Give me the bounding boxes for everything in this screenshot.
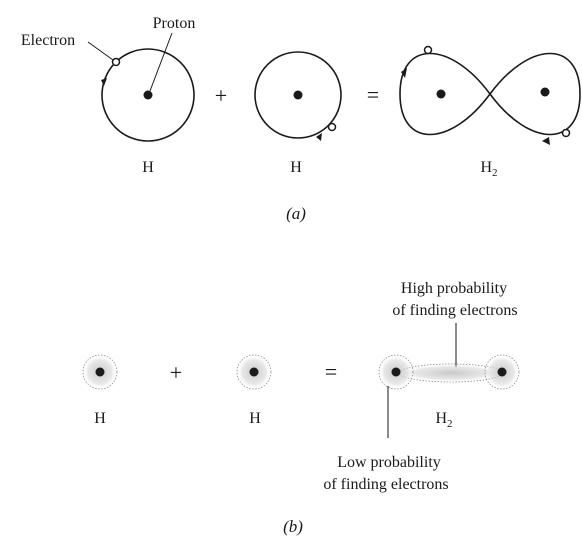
high-probability-label-line1: High probability [401,280,507,297]
atom-a1 [88,33,194,141]
figure-eight-orbit [400,54,580,135]
proton-left [392,368,401,377]
plus-sign: + [215,83,227,108]
atom-a2 [255,52,341,141]
low-probability-label-line2: of finding electrons [323,476,448,493]
proton [294,91,303,100]
caption-b: (b) [283,517,303,536]
electron-label: Electron [21,32,75,49]
proton-pointer [150,33,172,91]
atom-b2 [237,355,271,389]
plus-sign: + [170,360,182,385]
electron [329,124,336,131]
molecule-a [400,47,580,146]
atom-a2-label: H [290,159,302,176]
electron [113,59,120,66]
molecule-b-label: H2 [435,410,452,430]
atom-b2-label: H [249,410,261,427]
proton-label: Proton [153,15,196,32]
proton [96,368,105,377]
electron-right [563,130,570,137]
proton-right [541,88,550,97]
proton-right [498,368,507,377]
orbit-arrow [101,78,107,86]
molecule-b [379,355,519,389]
caption-a: (a) [286,204,306,223]
high-probability-label-line2: of finding electrons [392,302,517,319]
atom-b1 [83,355,117,389]
low-probability-label-line1: Low probability [337,454,441,471]
proton [250,368,259,377]
part-a: Electron Proton + = H H H2 (a) [21,15,580,223]
equals-sign: = [325,359,337,384]
electron-pointer [88,42,113,60]
atom-a1-label: H [142,159,154,176]
equals-sign: = [367,82,379,107]
atom-b1-label: H [94,410,106,427]
part-b: High probability of finding electrons + … [83,280,519,536]
proton-left [437,90,446,99]
molecule-a-label: H2 [480,159,497,179]
orbit-arrow-right [542,137,550,145]
electron-left [425,47,432,54]
proton [144,91,153,100]
